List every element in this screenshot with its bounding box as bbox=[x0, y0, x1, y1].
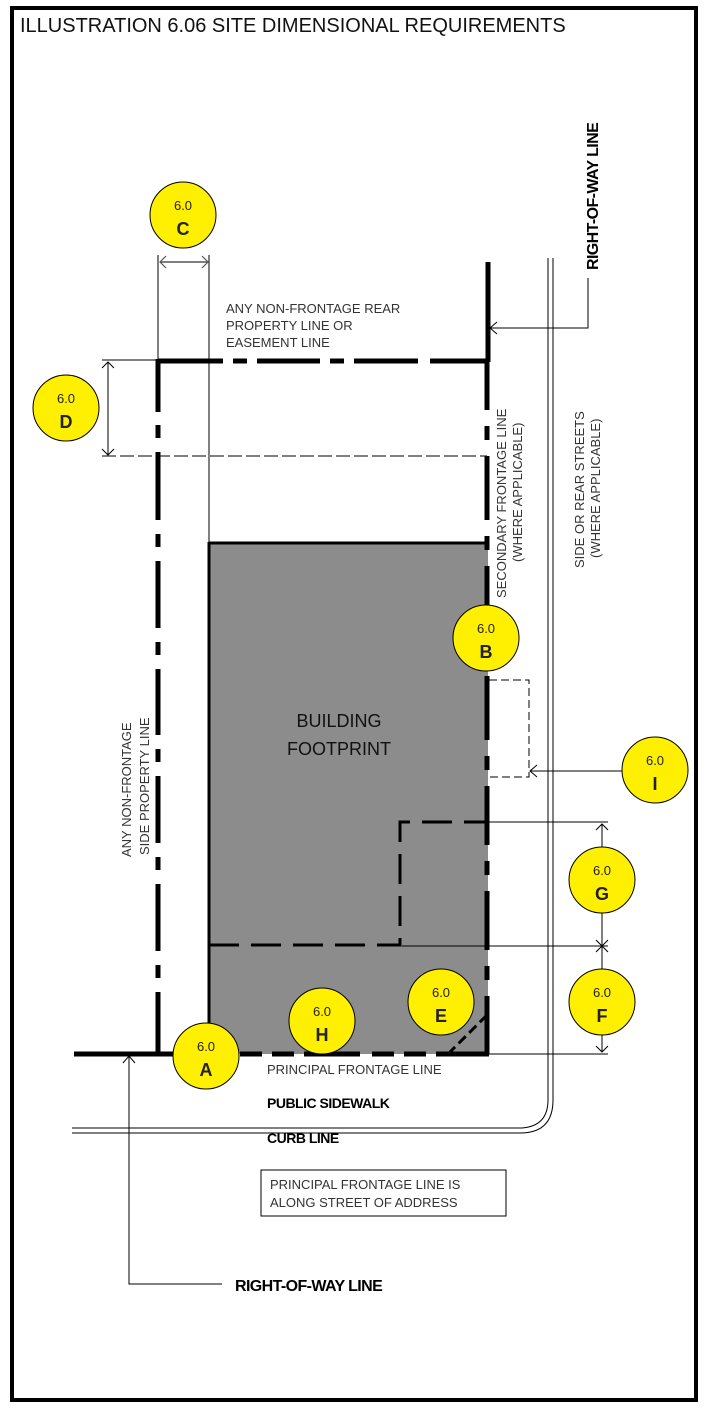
rear-line-label-2: PROPERTY LINE OR bbox=[226, 318, 353, 333]
badge-section-number: 6.0 bbox=[313, 1004, 331, 1019]
public-sidewalk-label: PUBLIC SIDEWALK bbox=[267, 1095, 390, 1111]
badge-circle bbox=[149, 181, 217, 249]
secondary-frontage-label-2: (WHERE APPLICABLE) bbox=[510, 423, 525, 562]
row-top-leader bbox=[490, 278, 589, 329]
side-street-curb-inner bbox=[72, 258, 554, 1134]
side-rear-streets-label-1: SIDE OR REAR STREETS bbox=[572, 411, 587, 568]
badge-section-number: 6.0 bbox=[432, 985, 450, 1000]
note-box bbox=[260, 1169, 507, 1217]
dimension-d-arrow-top bbox=[101, 361, 115, 369]
row-top-label: RIGHT-OF-WAY LINE bbox=[585, 122, 602, 270]
dimension-f-arrow-top bbox=[595, 945, 609, 953]
rear-line-label-1: ANY NON-FRONTAGE REAR bbox=[226, 301, 400, 316]
row-bottom-label: RIGHT-OF-WAY LINE bbox=[235, 1278, 383, 1295]
badge-section-number: 6.0 bbox=[174, 198, 192, 213]
badge-circle bbox=[568, 968, 636, 1036]
badge-d: 6.0 D bbox=[32, 374, 100, 442]
page-title: ILLUSTRATION 6.06 SITE DIMENSIONAL REQUI… bbox=[20, 15, 566, 37]
badge-letter: C bbox=[177, 219, 190, 239]
badge-circle bbox=[452, 604, 520, 672]
badge-letter: D bbox=[60, 412, 73, 432]
projection-box bbox=[489, 679, 530, 778]
note-box-line-1: PRINCIPAL FRONTAGE LINE IS bbox=[270, 1177, 461, 1192]
badge-h: 6.0 H bbox=[288, 987, 356, 1055]
badge-section-number: 6.0 bbox=[646, 753, 664, 768]
dimension-d-arrow-bottom bbox=[101, 448, 115, 456]
rear-line-label-3: EASEMENT LINE bbox=[226, 335, 330, 350]
building-footprint-label-2: FOOTPRINT bbox=[287, 739, 391, 759]
curb-line-label: CURB LINE bbox=[267, 1130, 339, 1146]
dimension-c-arrow-left bbox=[159, 255, 167, 269]
dimension-i-arrow bbox=[529, 764, 538, 778]
side-street-curb-outer bbox=[72, 258, 549, 1129]
badge-letter: E bbox=[435, 1006, 447, 1026]
badge-c: 6.0 C bbox=[149, 181, 217, 249]
row-bottom-leader-arrow bbox=[122, 1055, 136, 1064]
badge-b: 6.0 B bbox=[452, 604, 520, 672]
badge-circle bbox=[32, 374, 100, 442]
badge-letter: A bbox=[200, 1060, 213, 1080]
badge-letter: B bbox=[480, 642, 493, 662]
badge-letter: I bbox=[652, 774, 657, 794]
badge-circle bbox=[621, 736, 689, 804]
badge-g: 6.0 G bbox=[568, 846, 636, 914]
building-footprint-label-1: BUILDING bbox=[296, 711, 381, 731]
dimension-c-arrow-right bbox=[201, 255, 209, 269]
badge-letter: F bbox=[597, 1006, 608, 1026]
side-line-label-1: ANY NON-FRONTAGE bbox=[119, 722, 134, 857]
badge-circle bbox=[568, 846, 636, 914]
principal-frontage-label: PRINCIPAL FRONTAGE LINE bbox=[267, 1062, 442, 1077]
badge-letter: H bbox=[316, 1025, 329, 1045]
side-rear-streets-label-2: (WHERE APPLICABLE) bbox=[588, 419, 603, 558]
badge-e: 6.0 E bbox=[407, 968, 475, 1036]
badge-circle bbox=[172, 1022, 240, 1090]
badge-a: 6.0 A bbox=[172, 1022, 240, 1090]
g-dashed-box bbox=[209, 820, 487, 947]
badge-f: 6.0 F bbox=[568, 968, 636, 1036]
dimension-f-arrow-bottom bbox=[595, 1045, 609, 1053]
note-box-line-2: ALONG STREET OF ADDRESS bbox=[270, 1195, 458, 1210]
row-bottom-leader bbox=[128, 1056, 222, 1285]
badge-circle bbox=[407, 968, 475, 1036]
badge-letter: G bbox=[595, 884, 609, 904]
badge-section-number: 6.0 bbox=[593, 863, 611, 878]
outer-frame bbox=[10, 6, 698, 1402]
side-line-label-2: SIDE PROPERTY LINE bbox=[137, 717, 152, 855]
badge-section-number: 6.0 bbox=[477, 621, 495, 636]
secondary-frontage-label-1: SECONDARY FRONTAGE LINE bbox=[494, 408, 509, 598]
badge-section-number: 6.0 bbox=[57, 391, 75, 406]
row-top-leader-arrow bbox=[489, 321, 498, 335]
badge-circle bbox=[288, 987, 356, 1055]
corner-chamfer bbox=[446, 1014, 488, 1056]
badge-i: 6.0 I bbox=[621, 736, 689, 804]
badge-section-number: 6.0 bbox=[593, 985, 611, 1000]
dimension-g-arrow-top bbox=[595, 823, 609, 831]
badge-section-number: 6.0 bbox=[197, 1039, 215, 1054]
